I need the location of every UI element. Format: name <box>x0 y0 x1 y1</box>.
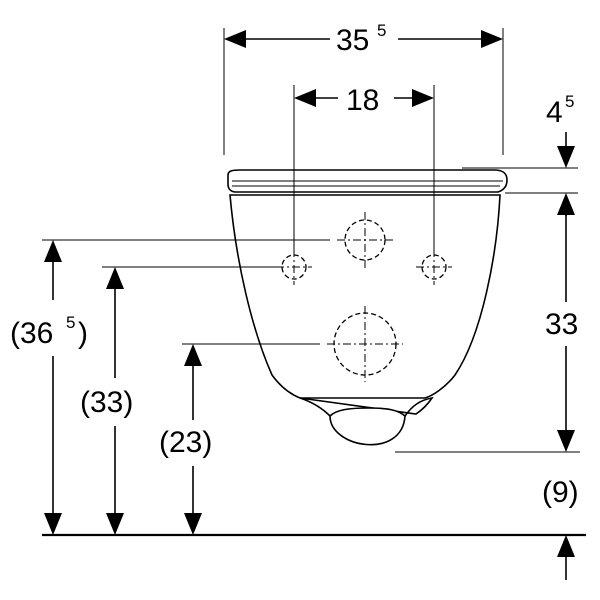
outlet-spigot <box>299 396 434 417</box>
overall-width-superscript: 5 <box>377 21 386 40</box>
dimension-drain-from-floor: (23) <box>159 344 212 535</box>
outlet-bulb <box>329 407 406 446</box>
drain-from-floor-label: (23) <box>159 426 212 459</box>
top-from-floor-superscript: 5 <box>66 313 75 332</box>
dimension-overall-width: 35 5 <box>224 21 503 57</box>
mount-spacing-label: 18 <box>346 84 379 117</box>
seat-thickness-superscript: 5 <box>565 92 574 111</box>
bowl-height-label: 33 <box>545 308 578 341</box>
dimension-mount-from-floor: (33) <box>80 267 133 535</box>
dimension-top-from-floor: (36 5 ) <box>10 240 88 535</box>
top-from-floor-close: ) <box>78 317 88 350</box>
bowl-body <box>229 194 501 399</box>
top-from-floor-label: (36 <box>10 317 53 350</box>
overall-width-label: 35 <box>336 24 369 57</box>
dimension-mount-spacing: 18 <box>294 84 434 117</box>
bottom-clearance-label: (9) <box>542 476 579 509</box>
mount-from-floor-label: (33) <box>80 386 133 419</box>
toilet-side-view <box>227 169 508 446</box>
dimension-bowl-height: 33 <box>545 193 578 452</box>
seat-thickness-label: 4 <box>546 96 563 129</box>
dimension-seat-thickness: 4 5 <box>546 92 575 216</box>
extension-lines <box>42 28 580 453</box>
dimension-bottom-clearance: (9) <box>542 476 579 580</box>
